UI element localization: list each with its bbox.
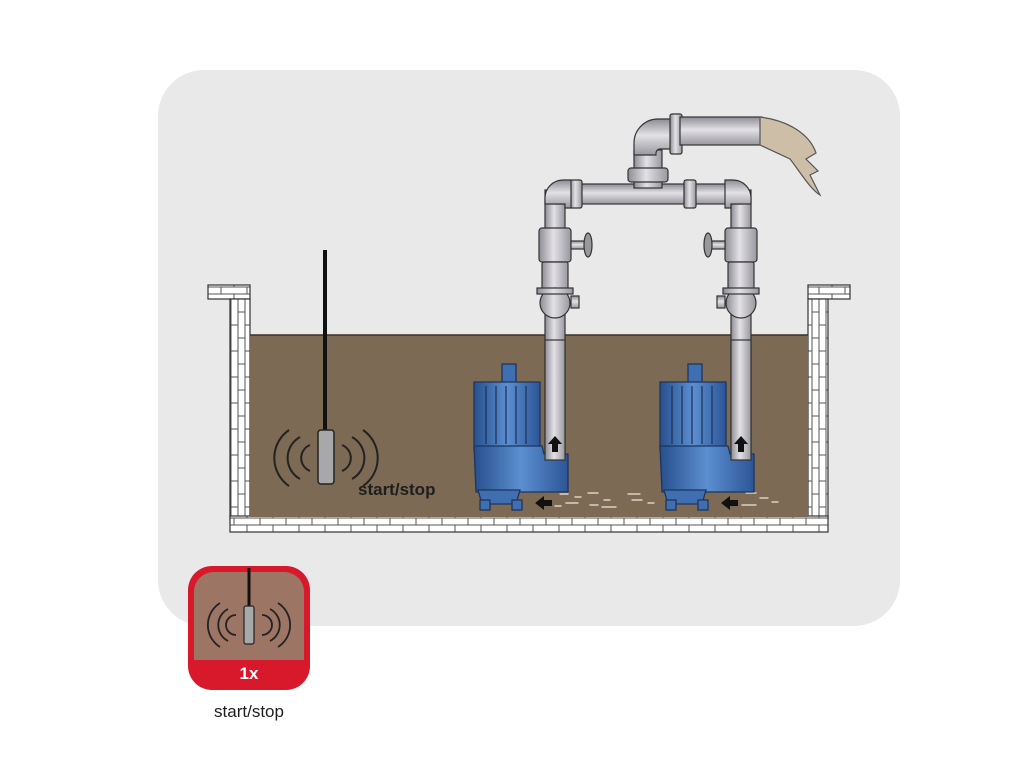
- float-switch-label: start/stop: [358, 480, 436, 499]
- valve-icon: [536, 227, 593, 319]
- legend-count-badge: 1x: [239, 664, 259, 683]
- flow-arrow-icon: [535, 436, 748, 510]
- float-switch-icon: [273, 250, 379, 487]
- sediment: [554, 492, 779, 508]
- float-switch-legend-badge: [188, 566, 310, 690]
- legend-caption: start/stop: [214, 702, 284, 721]
- valve-icon: [703, 227, 760, 319]
